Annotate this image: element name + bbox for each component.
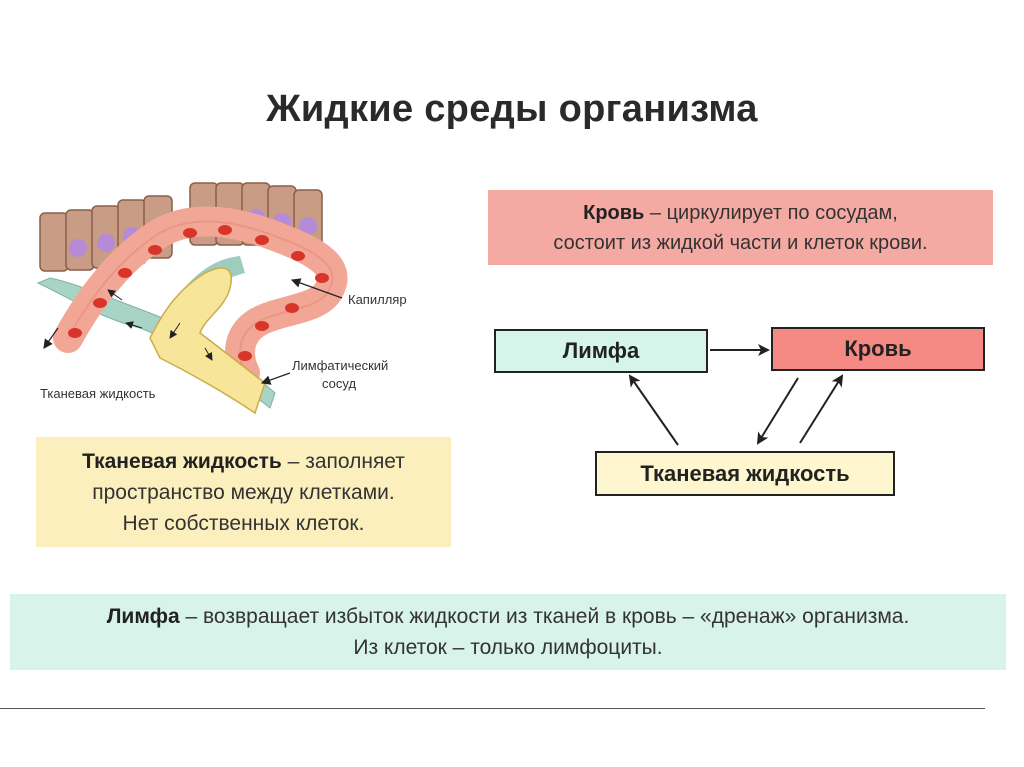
lymph-definition-line2: Из клеток – только лимфоциты. — [353, 636, 663, 659]
tissue-fluid-term: Тканевая жидкость — [82, 449, 282, 473]
capillary-label: Капилляр — [348, 292, 407, 307]
lymph-term: Лимфа — [106, 605, 180, 628]
tissue-fluid-definition-text1: – заполняет — [281, 449, 405, 473]
blood-definition-line2: состоит из жидкой части и клеток крови. — [553, 231, 928, 254]
tissue-fluid-definition-line3: Нет собственных клеток. — [122, 511, 365, 535]
blood-definition-line1: Кровь – циркулирует по сосудам, — [488, 198, 993, 228]
blood-term: Кровь — [583, 201, 645, 224]
arrow-blood-to-tissue — [756, 377, 799, 445]
arrow-tissue-to-blood — [799, 374, 844, 444]
tissue-fluid-definition-box: Тканевая жидкость – заполняет пространст… — [36, 437, 451, 547]
tissue-fluid-definition-line2: пространство между клетками. — [92, 480, 395, 504]
scheme-node-blood: Кровь — [771, 327, 985, 371]
tissue-fluid-label: Тканевая жидкость — [40, 386, 156, 401]
scheme-node-tissue-fluid: Тканевая жидкость — [595, 451, 895, 496]
arrow-tissue-to-lymph — [628, 374, 679, 446]
tissue-illustration: Капилляр Лимфатический сосуд Тканевая жи… — [30, 178, 460, 423]
lymph-vessel-label-line2: сосуд — [322, 376, 357, 391]
tissue-fluid-definition-line1: Тканевая жидкость – заполняет — [36, 446, 451, 477]
lymph-definition-text1: – возвращает избыток жидкости из тканей … — [179, 605, 910, 628]
bottom-divider — [0, 708, 985, 709]
lymph-vessel-label-line1: Лимфатический — [292, 358, 389, 373]
blood-definition-text1: – циркулирует по сосудам, — [644, 201, 898, 224]
lymph-definition-box: Лимфа – возвращает избыток жидкости из т… — [10, 594, 1006, 670]
capillary-illustration-image — [36, 182, 348, 415]
lymph-definition-line1: Лимфа – возвращает избыток жидкости из т… — [10, 601, 1006, 632]
blood-definition-box: Кровь – циркулирует по сосудам, состоит … — [488, 190, 993, 265]
page-title: Жидкие среды организма — [266, 88, 758, 130]
scheme-node-lymph: Лимфа — [494, 329, 708, 373]
